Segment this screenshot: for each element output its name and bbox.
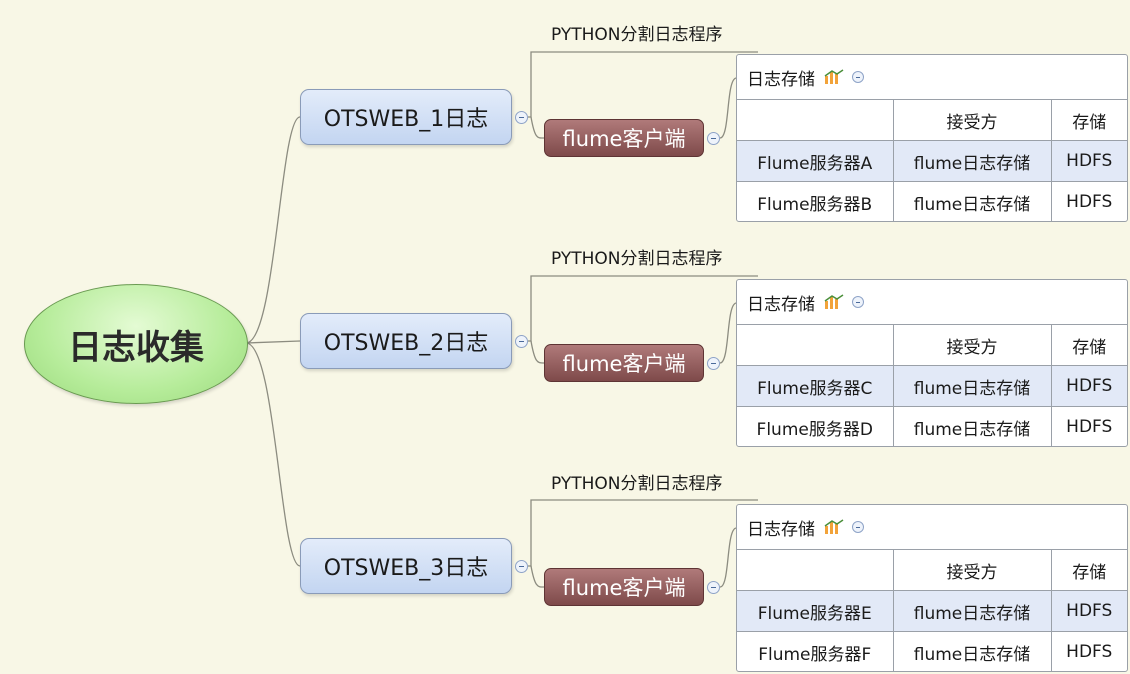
header-cell: 存储 [1051, 549, 1127, 591]
table-cell: flume日志存储 [893, 590, 1052, 632]
log-storage-table[interactable]: 日志存储 接受方 存储 Flume服务器C flume日志存储 HDFS Flu… [736, 279, 1128, 447]
table-cell: HDFS [1051, 590, 1127, 632]
log-storage-table[interactable]: 日志存储 接受方 存储 Flume服务器E flume日志存储 HDFS Flu… [736, 504, 1128, 672]
branch-topic-label: OTSWEB_2日志 [323, 331, 489, 356]
table-cell: HDFS [1051, 181, 1127, 221]
header-cell: 接受方 [893, 99, 1052, 141]
table-title: 日志存储 [747, 294, 815, 315]
table-cell: HDFS [1051, 365, 1127, 407]
branch-topic-label: OTSWEB_1日志 [323, 107, 489, 132]
table-row: Flume服务器A flume日志存储 HDFS [737, 140, 1127, 182]
table-cell: Flume服务器D [737, 406, 894, 446]
collapse-minus-icon[interactable] [852, 521, 864, 533]
collapse-minus-icon[interactable] [515, 335, 528, 348]
header-cell: 存储 [1051, 324, 1127, 366]
branch-topic-otsweb-3[interactable]: OTSWEB_3日志 [300, 538, 512, 594]
table-row: Flume服务器B flume日志存储 HDFS [737, 181, 1127, 221]
flume-client-topic[interactable]: flume客户端 [544, 568, 704, 606]
header-cell [737, 549, 894, 591]
collapse-minus-icon[interactable] [852, 71, 864, 83]
table-row: Flume服务器F flume日志存储 HDFS [737, 631, 1127, 671]
table-cell: Flume服务器B [737, 181, 894, 221]
table-title-row: 日志存储 [737, 280, 1127, 324]
flume-client-label: flume客户端 [562, 127, 686, 151]
table-cell: flume日志存储 [893, 406, 1052, 446]
collapse-minus-icon[interactable] [707, 357, 720, 370]
bar-chart-icon[interactable] [824, 69, 844, 85]
storage-grid: 接受方 存储 Flume服务器E flume日志存储 HDFS Flume服务器… [737, 549, 1127, 671]
branch-topic-otsweb-2[interactable]: OTSWEB_2日志 [300, 313, 512, 369]
storage-grid: 接受方 存储 Flume服务器A flume日志存储 HDFS Flume服务器… [737, 99, 1127, 221]
branch-topic-otsweb-1[interactable]: OTSWEB_1日志 [300, 89, 512, 145]
flume-client-topic[interactable]: flume客户端 [544, 344, 704, 382]
table-header-row: 接受方 存储 [737, 99, 1127, 141]
collapse-minus-icon[interactable] [515, 560, 528, 573]
collapse-minus-icon[interactable] [515, 111, 528, 124]
table-cell: Flume服务器C [737, 365, 894, 407]
root-topic[interactable]: 日志收集 [24, 284, 248, 404]
flume-client-topic[interactable]: flume客户端 [544, 119, 704, 157]
bar-chart-icon[interactable] [824, 519, 844, 535]
root-topic-label: 日志收集 [68, 327, 204, 368]
header-cell: 接受方 [893, 549, 1052, 591]
header-cell [737, 99, 894, 141]
table-cell: flume日志存储 [893, 181, 1052, 221]
table-header-row: 接受方 存储 [737, 549, 1127, 591]
table-title-row: 日志存储 [737, 55, 1127, 99]
python-split-label[interactable]: PYTHON分割日志程序 [551, 25, 723, 45]
table-cell: Flume服务器E [737, 590, 894, 632]
table-title: 日志存储 [747, 519, 815, 540]
table-row: Flume服务器E flume日志存储 HDFS [737, 590, 1127, 632]
flume-client-label: flume客户端 [562, 352, 686, 376]
header-cell [737, 324, 894, 366]
bar-chart-icon[interactable] [824, 294, 844, 310]
table-title: 日志存储 [747, 69, 815, 90]
table-cell: flume日志存储 [893, 365, 1052, 407]
table-cell: HDFS [1051, 406, 1127, 446]
collapse-minus-icon[interactable] [707, 132, 720, 145]
python-split-label[interactable]: PYTHON分割日志程序 [551, 249, 723, 269]
table-cell: Flume服务器F [737, 631, 894, 671]
log-storage-table[interactable]: 日志存储 接受方 存储 Flume服务器A flume日志存储 HDFS Flu… [736, 54, 1128, 222]
table-cell: flume日志存储 [893, 140, 1052, 182]
table-cell: HDFS [1051, 631, 1127, 671]
flume-client-label: flume客户端 [562, 576, 686, 600]
table-cell: HDFS [1051, 140, 1127, 182]
branch-topic-label: OTSWEB_3日志 [323, 556, 489, 581]
python-split-label[interactable]: PYTHON分割日志程序 [551, 474, 723, 494]
collapse-minus-icon[interactable] [707, 581, 720, 594]
table-row: Flume服务器D flume日志存储 HDFS [737, 406, 1127, 446]
table-header-row: 接受方 存储 [737, 324, 1127, 366]
collapse-minus-icon[interactable] [852, 296, 864, 308]
table-cell: flume日志存储 [893, 631, 1052, 671]
header-cell: 接受方 [893, 324, 1052, 366]
table-row: Flume服务器C flume日志存储 HDFS [737, 365, 1127, 407]
table-cell: Flume服务器A [737, 140, 894, 182]
header-cell: 存储 [1051, 99, 1127, 141]
table-title-row: 日志存储 [737, 505, 1127, 549]
storage-grid: 接受方 存储 Flume服务器C flume日志存储 HDFS Flume服务器… [737, 324, 1127, 446]
